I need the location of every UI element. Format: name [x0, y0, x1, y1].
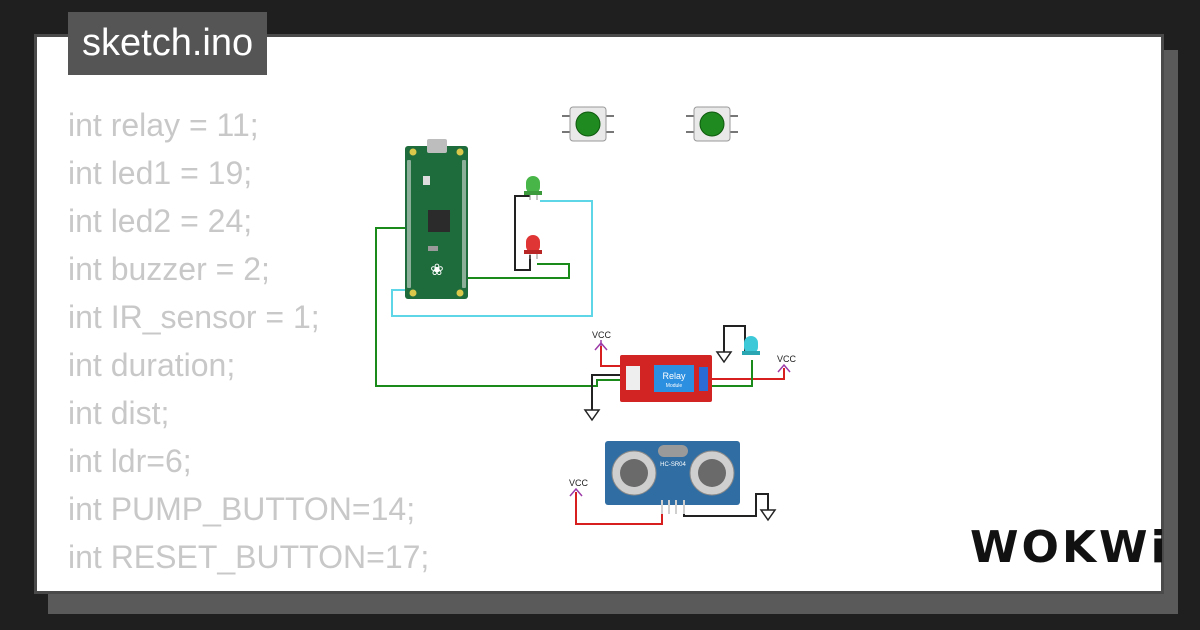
ultrasonic-sensor: HC-SR04 [605, 441, 740, 514]
relay-label: Relay [662, 371, 686, 381]
vcc-symbol: VCC [777, 354, 797, 373]
pump-pushbutton [562, 106, 614, 142]
wokwi-logo: WOKWi [970, 522, 1169, 573]
cyan-led [742, 336, 760, 355]
vcc-symbol: VCC [592, 330, 612, 351]
ground-symbol [759, 509, 777, 522]
relay-module: Relay Module [620, 355, 712, 402]
code-line: int led1 = 19; [68, 155, 253, 191]
power-symbols: VCC VCC VCC [569, 330, 797, 522]
green-led [524, 176, 542, 200]
code-listing: int relay = 11; int led1 = 19; int led2 … [68, 101, 429, 581]
code-line: int buzzer = 2; [68, 251, 270, 287]
ground-symbol [583, 409, 601, 422]
vcc-label: VCC [592, 330, 612, 340]
code-line: int duration; [68, 347, 236, 383]
ground-symbol [715, 351, 733, 364]
code-line: int dist; [68, 395, 170, 431]
code-line: int RESET_BUTTON=17; [68, 539, 430, 575]
reset-pushbutton [686, 106, 738, 142]
wires [375, 195, 785, 525]
code-line: int ldr=6; [68, 443, 192, 479]
sketch-title: sketch.ino [68, 12, 268, 75]
vcc-symbol: VCC [569, 478, 589, 497]
code-line: int PUMP_BUTTON=14; [68, 491, 416, 527]
code-line: int led2 = 24; [68, 203, 253, 239]
pico-board: ❀ [405, 139, 468, 299]
sensor-label: HC-SR04 [660, 462, 686, 468]
vcc-label: VCC [777, 354, 797, 364]
red-led [524, 235, 542, 259]
raspberry-logo-icon: ❀ [430, 262, 443, 279]
code-line: int IR_sensor = 1; [68, 299, 320, 335]
vcc-label: VCC [569, 478, 589, 488]
relay-sublabel: Module [666, 383, 683, 389]
code-line: int relay = 11; [68, 107, 259, 143]
